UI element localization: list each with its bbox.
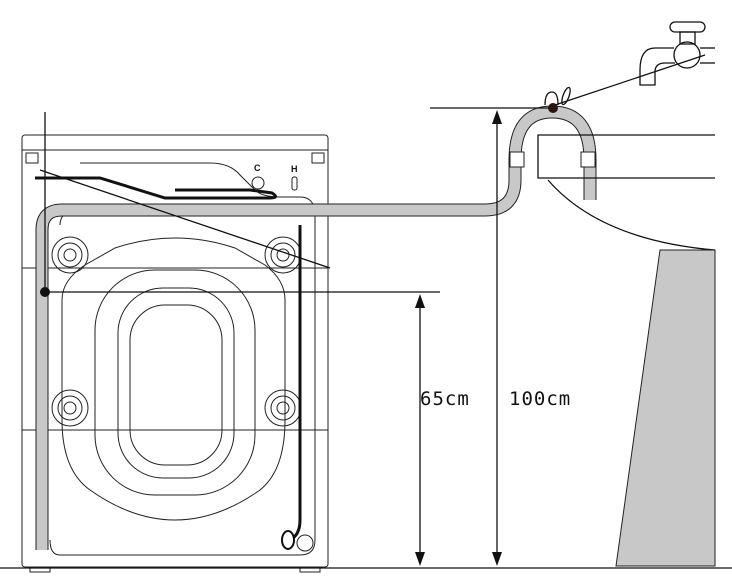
cold-inlet-valve	[251, 176, 265, 190]
power-cord	[35, 176, 302, 542]
drain-hose	[35, 105, 597, 550]
faucet	[639, 21, 715, 86]
power-plug	[281, 530, 295, 550]
washing-machine-rear	[21, 134, 329, 573]
sink-pedestal	[615, 249, 716, 567]
transport-bolt-top-left	[51, 236, 89, 274]
filter-cap	[296, 534, 314, 552]
max-height-label: 100cm	[509, 388, 572, 410]
hose-tie	[544, 91, 559, 106]
hot-inlet-valve	[291, 176, 298, 191]
cold-inlet-label: C	[254, 163, 261, 173]
sink-edge	[537, 134, 715, 179]
transport-bolt-bottom-right	[264, 389, 302, 427]
hose-guide-clip-left	[509, 151, 525, 168]
hose-guide-clip-right	[580, 151, 596, 168]
transport-bolt-bottom-left	[51, 389, 89, 427]
min-height-label: 65cm	[420, 388, 470, 410]
hot-inlet-label: H	[291, 164, 298, 174]
